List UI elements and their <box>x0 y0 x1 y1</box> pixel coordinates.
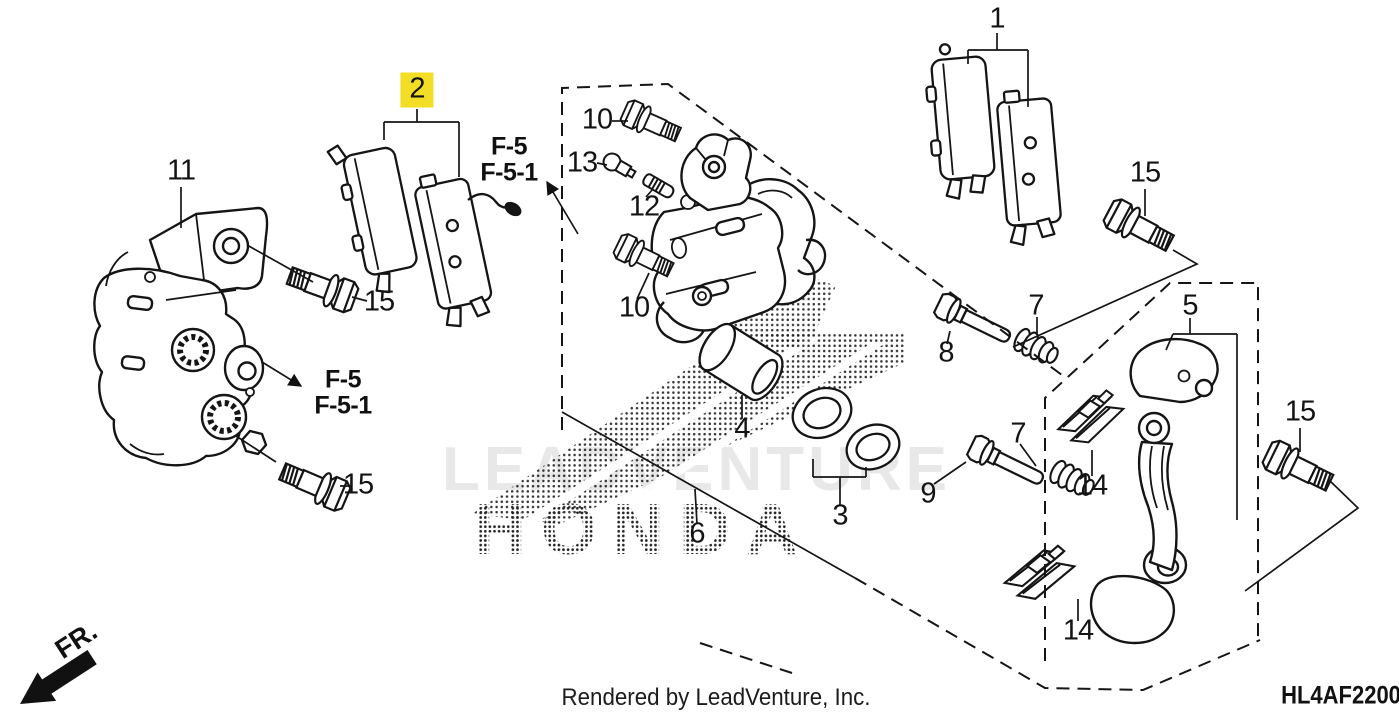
part-callout-5[interactable]: 5 <box>1182 289 1198 322</box>
part-caliper-piston[interactable] <box>692 318 789 406</box>
part-brake-pad-set-highlighted[interactable] <box>326 134 523 329</box>
part-mount-bolt-left-top[interactable] <box>282 259 362 316</box>
part-caliper-bracket[interactable] <box>1089 337 1219 645</box>
part-callout-10-top[interactable]: 10 <box>581 103 613 136</box>
cross-reference-line: F-5 <box>324 365 362 394</box>
part-bleeder-screw[interactable] <box>600 150 638 181</box>
part-callout-11[interactable]: 11 <box>166 154 196 187</box>
part-callout-13[interactable]: 13 <box>566 146 598 179</box>
part-pad-retainer-screw[interactable] <box>642 173 676 199</box>
part-caliper-sub-assembly[interactable] <box>650 133 827 344</box>
part-mount-bolt-left-bottom[interactable] <box>275 455 354 515</box>
part-callout-8[interactable]: 8 <box>938 336 954 369</box>
part-callout-4[interactable]: 4 <box>734 412 750 445</box>
part-mount-bolt-right-side[interactable] <box>1259 436 1338 499</box>
part-pad-retainer-lower[interactable] <box>998 542 1080 605</box>
cross-reference-lower[interactable]: F-5 F-5-1 <box>314 365 372 419</box>
part-callout-15-right-side[interactable]: 15 <box>1284 395 1316 428</box>
part-pad-retainer-upper[interactable] <box>1051 386 1131 450</box>
assembly-boundaries <box>561 82 1261 692</box>
part-callout-15-right-top[interactable]: 15 <box>1129 156 1161 189</box>
part-callout-9[interactable]: 9 <box>920 477 936 510</box>
part-slide-pin-lower[interactable] <box>964 432 1049 493</box>
part-callout-14-upper[interactable]: 14 <box>1076 469 1108 502</box>
part-rear-caliper-assembly[interactable] <box>93 206 269 467</box>
part-callout-3[interactable]: 3 <box>832 499 848 532</box>
render-credit: Rendered by LeadVenture, Inc. <box>561 684 871 711</box>
part-callout-15-left-top[interactable]: 15 <box>363 285 395 318</box>
part-callout-7-upper[interactable]: 7 <box>1028 289 1044 322</box>
part-callout-6[interactable]: 6 <box>689 517 705 550</box>
part-piston-seal-set[interactable] <box>785 380 906 478</box>
diagram-code: HL4AF2200 <box>1281 681 1399 710</box>
part-caliper-bolt-top[interactable] <box>617 96 685 149</box>
part-callout-14-lower[interactable]: 14 <box>1062 614 1094 647</box>
watermark-brand-text: HONDA <box>474 490 813 570</box>
part-brake-pad-set-top[interactable] <box>923 41 1063 246</box>
cross-reference-line: F-5 <box>490 132 528 161</box>
cross-reference-line: F-5-1 <box>480 158 538 186</box>
cross-reference-line: F-5-1 <box>314 391 372 419</box>
part-callout-12[interactable]: 12 <box>628 190 660 223</box>
cross-reference-upper[interactable]: F-5 F-5-1 <box>480 132 538 186</box>
part-mount-bolt-right-top[interactable] <box>1099 195 1179 259</box>
front-direction-label: FR. <box>50 616 103 665</box>
front-direction-arrow: FR. <box>20 616 103 704</box>
part-callout-10-bottom[interactable]: 10 <box>618 291 650 324</box>
part-callout-7-lower[interactable]: 7 <box>1010 417 1026 450</box>
part-callout-15-left-bottom[interactable]: 15 <box>342 468 374 501</box>
part-callout-2[interactable]: 2 <box>400 72 434 108</box>
leader-lines <box>180 33 1360 621</box>
part-callout-1[interactable]: 1 <box>989 2 1005 35</box>
